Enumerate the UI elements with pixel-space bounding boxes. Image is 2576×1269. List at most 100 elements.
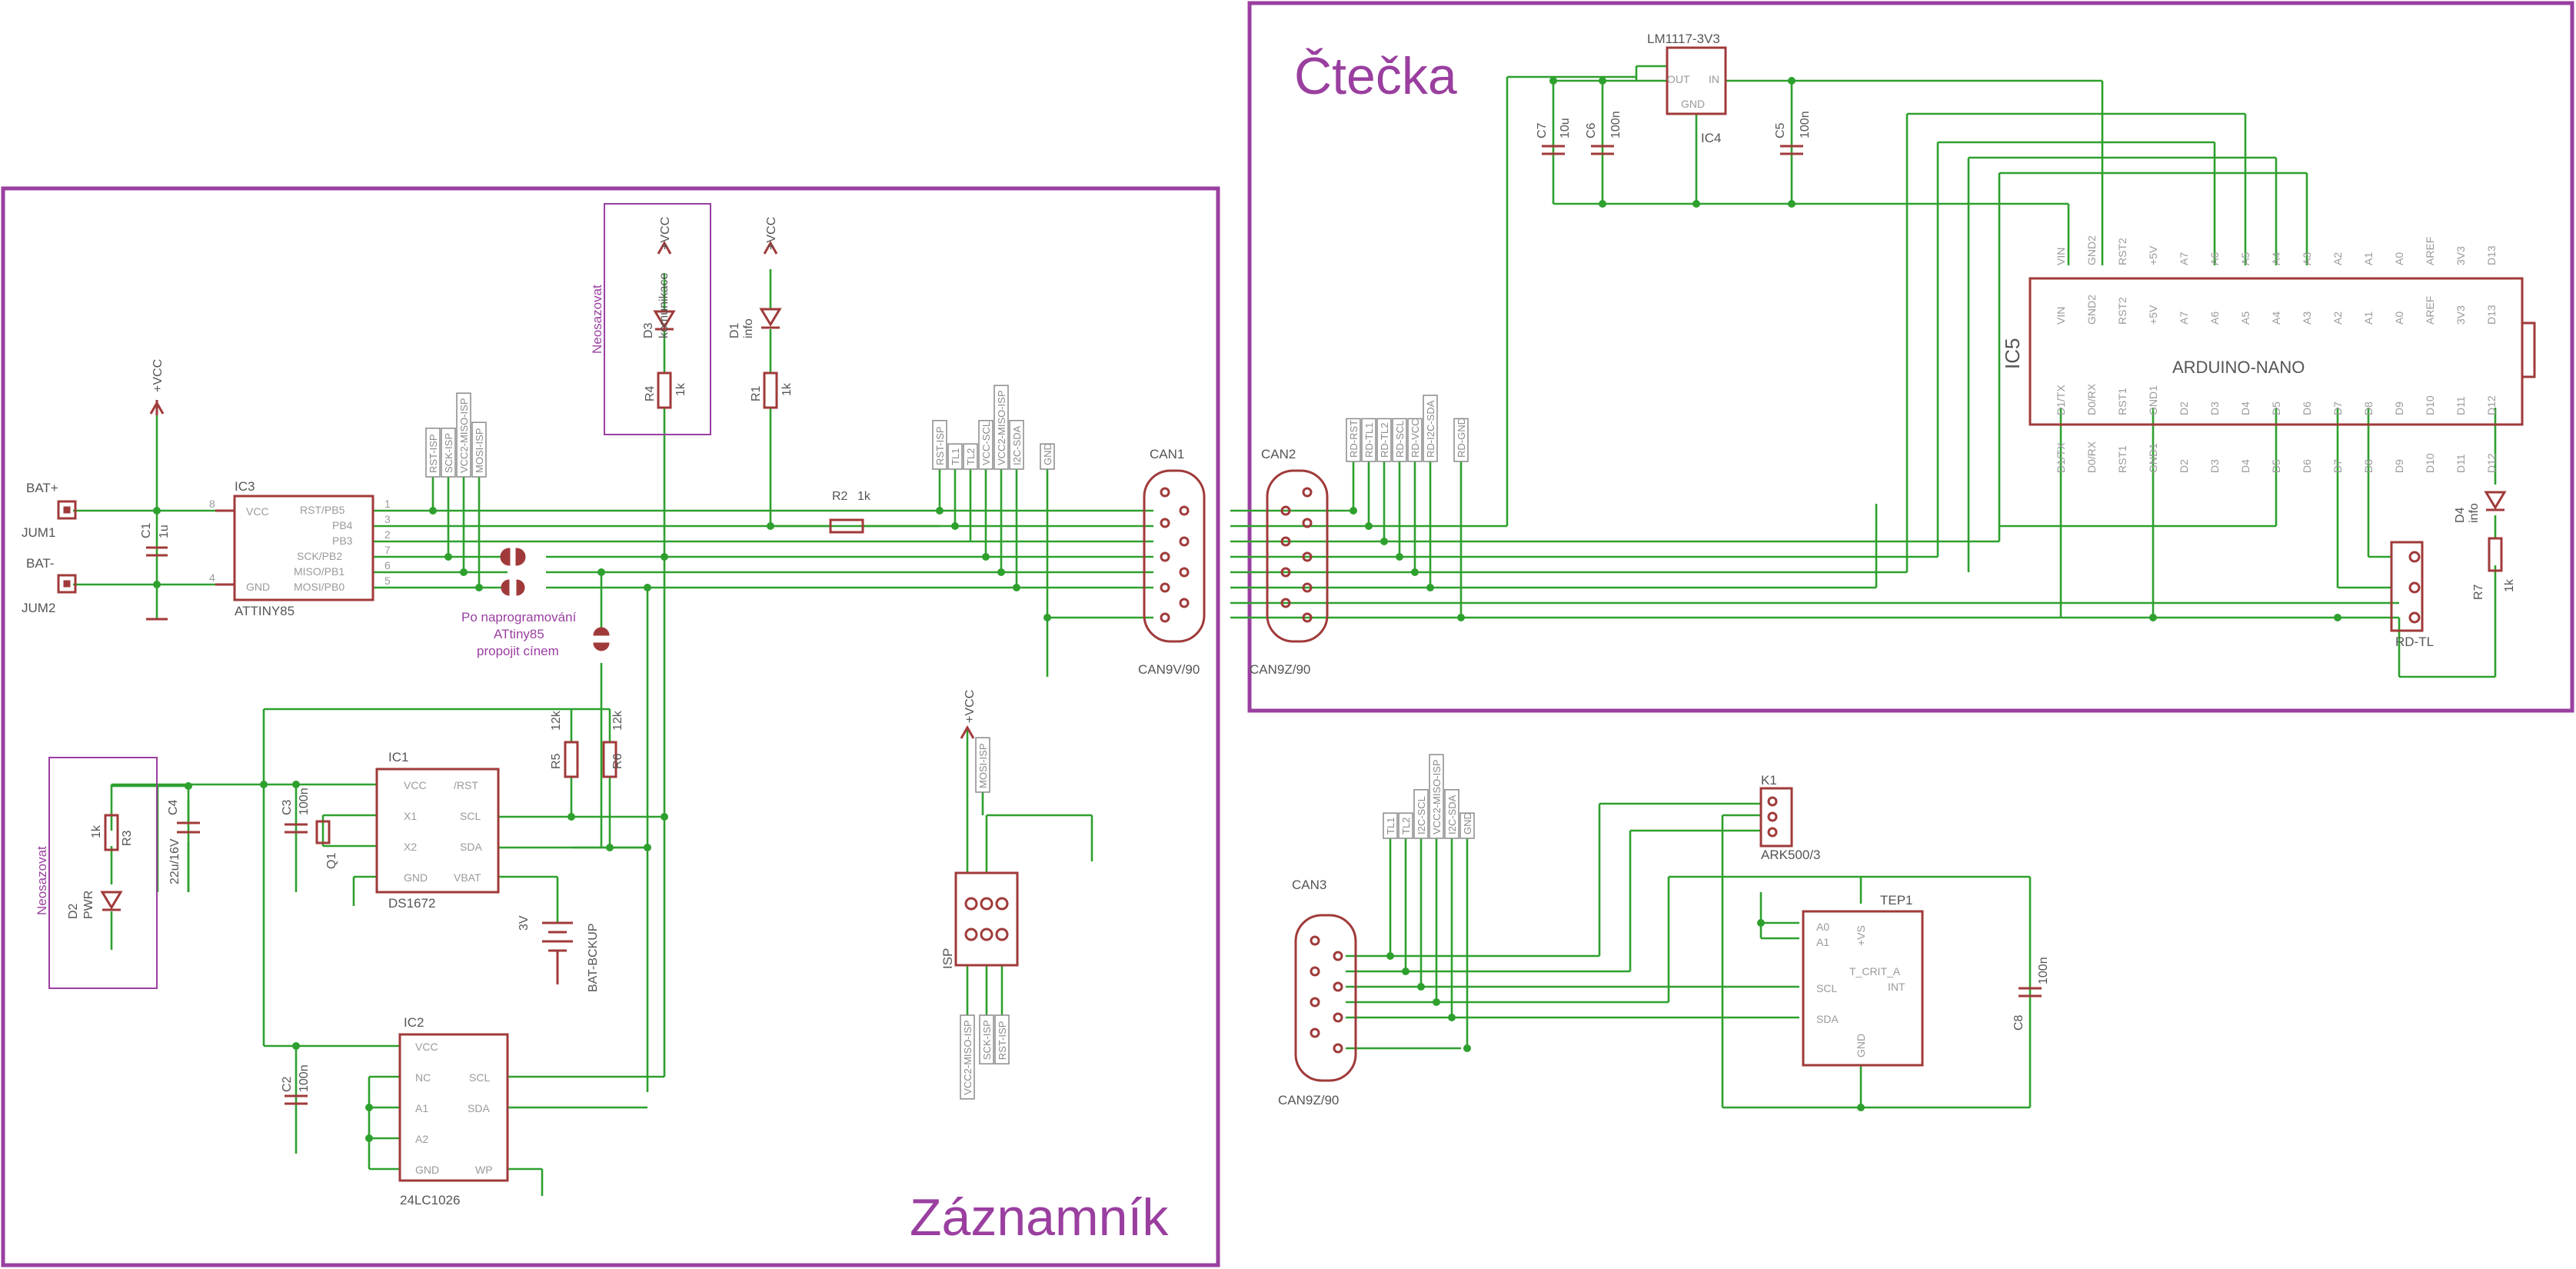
svg-text:IC3: IC3	[235, 479, 255, 494]
svg-text:+VCC: +VCC	[151, 359, 165, 392]
connector-can2: CAN2 CAN9Z/90	[1250, 447, 1329, 677]
svg-text:GND: GND	[1042, 443, 1053, 465]
svg-text:12k: 12k	[550, 710, 563, 731]
svg-text:ISP: ISP	[940, 948, 955, 969]
svg-text:CAN9Z/90: CAN9Z/90	[1250, 662, 1310, 677]
nano-pin-top-inner: A3	[2301, 311, 2313, 325]
nano-pin-bottom-outer: D9	[2393, 459, 2405, 473]
svg-text:VCC2-MISO-ISP: VCC2-MISO-ISP	[1431, 759, 1443, 834]
resistor-r3: 1k R3	[90, 814, 134, 851]
junction-dots	[153, 77, 2341, 1142]
nano-pin-bottom-inner: D3	[2208, 401, 2221, 415]
svg-text:IC4: IC4	[1701, 131, 1721, 145]
svg-text:CAN9Z/90: CAN9Z/90	[1278, 1093, 1339, 1107]
resistor-r6: R6 12k	[602, 710, 624, 778]
nano-pin-top-inner: A2	[2331, 311, 2344, 325]
net-label-gnd: GND	[1459, 812, 1475, 839]
svg-text:A2: A2	[415, 1133, 428, 1145]
svg-text:IN: IN	[1709, 73, 1719, 85]
capacitor-c1: C1 1u	[140, 522, 171, 557]
svg-text:TEP1: TEP1	[1880, 893, 1913, 908]
svg-text:VCC2-MISO-ISP: VCC2-MISO-ISP	[458, 398, 470, 473]
net-label-tl1: TL1	[1383, 812, 1398, 839]
svg-text:DS1672: DS1672	[388, 896, 435, 911]
svg-text:MOSI/PB0: MOSI/PB0	[294, 581, 344, 593]
resistor-r4: R4 1k	[644, 371, 687, 409]
nano-pin-bottom-outer: D11	[2455, 454, 2467, 473]
svg-text:R7: R7	[2472, 584, 2485, 600]
svg-text:X1: X1	[404, 810, 417, 822]
nano-pin-bottom-inner: D1/TX	[2055, 385, 2067, 415]
nano-pin-top-outer: D13	[2485, 245, 2498, 265]
connector-k1: K1 ARK500/3	[1759, 773, 1821, 862]
svg-text:I2C-SDA: I2C-SDA	[1011, 425, 1023, 465]
svg-text:GND: GND	[404, 871, 428, 884]
svg-text:komunikace: komunikace	[657, 273, 671, 338]
svg-text:ARK500/3: ARK500/3	[1761, 848, 1821, 862]
arduino-nano-ic5: IC5 ARDUINO-NANO	[2001, 277, 2536, 426]
svg-text:JUM1: JUM1	[22, 525, 55, 540]
svg-text:GND: GND	[246, 581, 270, 593]
connector-can1: CAN1 CAN9V/90	[1138, 447, 1206, 677]
nano-pin-top-inner: A4	[2270, 311, 2282, 325]
svg-text:Q1: Q1	[325, 853, 338, 869]
svg-text:2: 2	[384, 528, 391, 541]
svg-text:C3: C3	[281, 799, 294, 815]
svg-text:PWR: PWR	[82, 891, 95, 919]
nano-pin-top-inner: AREF	[2424, 296, 2436, 325]
nano-pin-bottom-outer: D5	[2270, 459, 2282, 473]
nano-pin-bottom-outer: D8	[2362, 459, 2375, 473]
nano-pin-top-inner: A0	[2393, 311, 2405, 325]
net-label-vcc2-miso-isp: VCC2-MISO-ISP	[993, 385, 1009, 470]
nano-pin-top-outer: 3V3	[2455, 246, 2467, 265]
svg-text:TL1: TL1	[1385, 818, 1396, 834]
svg-text:4: 4	[209, 571, 215, 584]
jumper-bat-plus: BAT+ JUM1	[22, 481, 77, 540]
resistor-r2: R2 1k	[829, 490, 871, 534]
capacitor-c4: C4 22u/16V	[167, 799, 200, 884]
svg-text:+VCC: +VCC	[659, 217, 672, 250]
svg-text:C2: C2	[281, 1076, 294, 1092]
svg-text:LM1117-3V3: LM1117-3V3	[1647, 32, 1720, 46]
svg-text:+VCC: +VCC	[964, 690, 977, 723]
svg-text:RD-I2C-SDA: RD-I2C-SDA	[1425, 400, 1436, 458]
nano-pin-bottom-outer: D12	[2485, 453, 2498, 473]
nano-pin-bottom-outer: RST1	[2116, 445, 2128, 473]
net-label-rst-isp: RST-ISP	[932, 420, 947, 470]
svg-text:PB4: PB4	[332, 519, 353, 531]
capacitor-c7: C7 10u	[1536, 118, 1572, 155]
nano-pin-top-inner: A6	[2208, 311, 2221, 325]
svg-text:NC: NC	[415, 1071, 431, 1084]
svg-text:1k: 1k	[90, 824, 103, 838]
svg-text:100n: 100n	[1609, 111, 1622, 138]
svg-text:100n: 100n	[1799, 111, 1812, 138]
svg-text:7: 7	[384, 544, 391, 556]
nano-pin-top-inner: 3V3	[2455, 305, 2467, 325]
net-label-rd-scl: RD-SCL	[1392, 418, 1407, 462]
nano-pin-top-inner: A5	[2239, 311, 2252, 325]
net-label-sck-isp: SCK-ISP	[979, 1014, 994, 1064]
svg-text:C7: C7	[1536, 122, 1549, 138]
svg-text:CAN2: CAN2	[1261, 447, 1296, 461]
net-label-tl2: TL2	[963, 443, 978, 470]
svg-text:ATTINY85: ATTINY85	[235, 604, 295, 618]
no-fit-box-top: Neosazovat	[590, 203, 711, 435]
nano-pin-top-outer: A0	[2393, 252, 2405, 265]
chip-ic2: IC2 24LC1026 VCC NC A1 A2 GND SCL SDA WP	[398, 1015, 509, 1207]
nano-pin-top-inner: +5V	[2147, 305, 2159, 325]
chip-ic1: IC1 DS1672 VCC X1 X2 GND /RST SCL SDA VB…	[375, 750, 500, 911]
svg-text:GND: GND	[1681, 98, 1705, 110]
svg-text:/RST: /RST	[454, 779, 478, 791]
svg-text:info: info	[742, 318, 755, 338]
svg-text:C6: C6	[1585, 122, 1598, 138]
crystal-q1: Q1	[315, 820, 338, 869]
connector-can3: CAN3 CAN9Z/90	[1278, 878, 1357, 1107]
net-label-gnd: GND	[1040, 443, 1055, 470]
svg-text:CAN3: CAN3	[1292, 878, 1326, 892]
nano-pin-bottom-inner: D5	[2270, 401, 2282, 415]
svg-text:MOSI-ISP: MOSI-ISP	[474, 428, 485, 473]
nano-pin-top-outer: AREF	[2424, 237, 2436, 265]
svg-text:+VS: +VS	[1855, 925, 1867, 946]
